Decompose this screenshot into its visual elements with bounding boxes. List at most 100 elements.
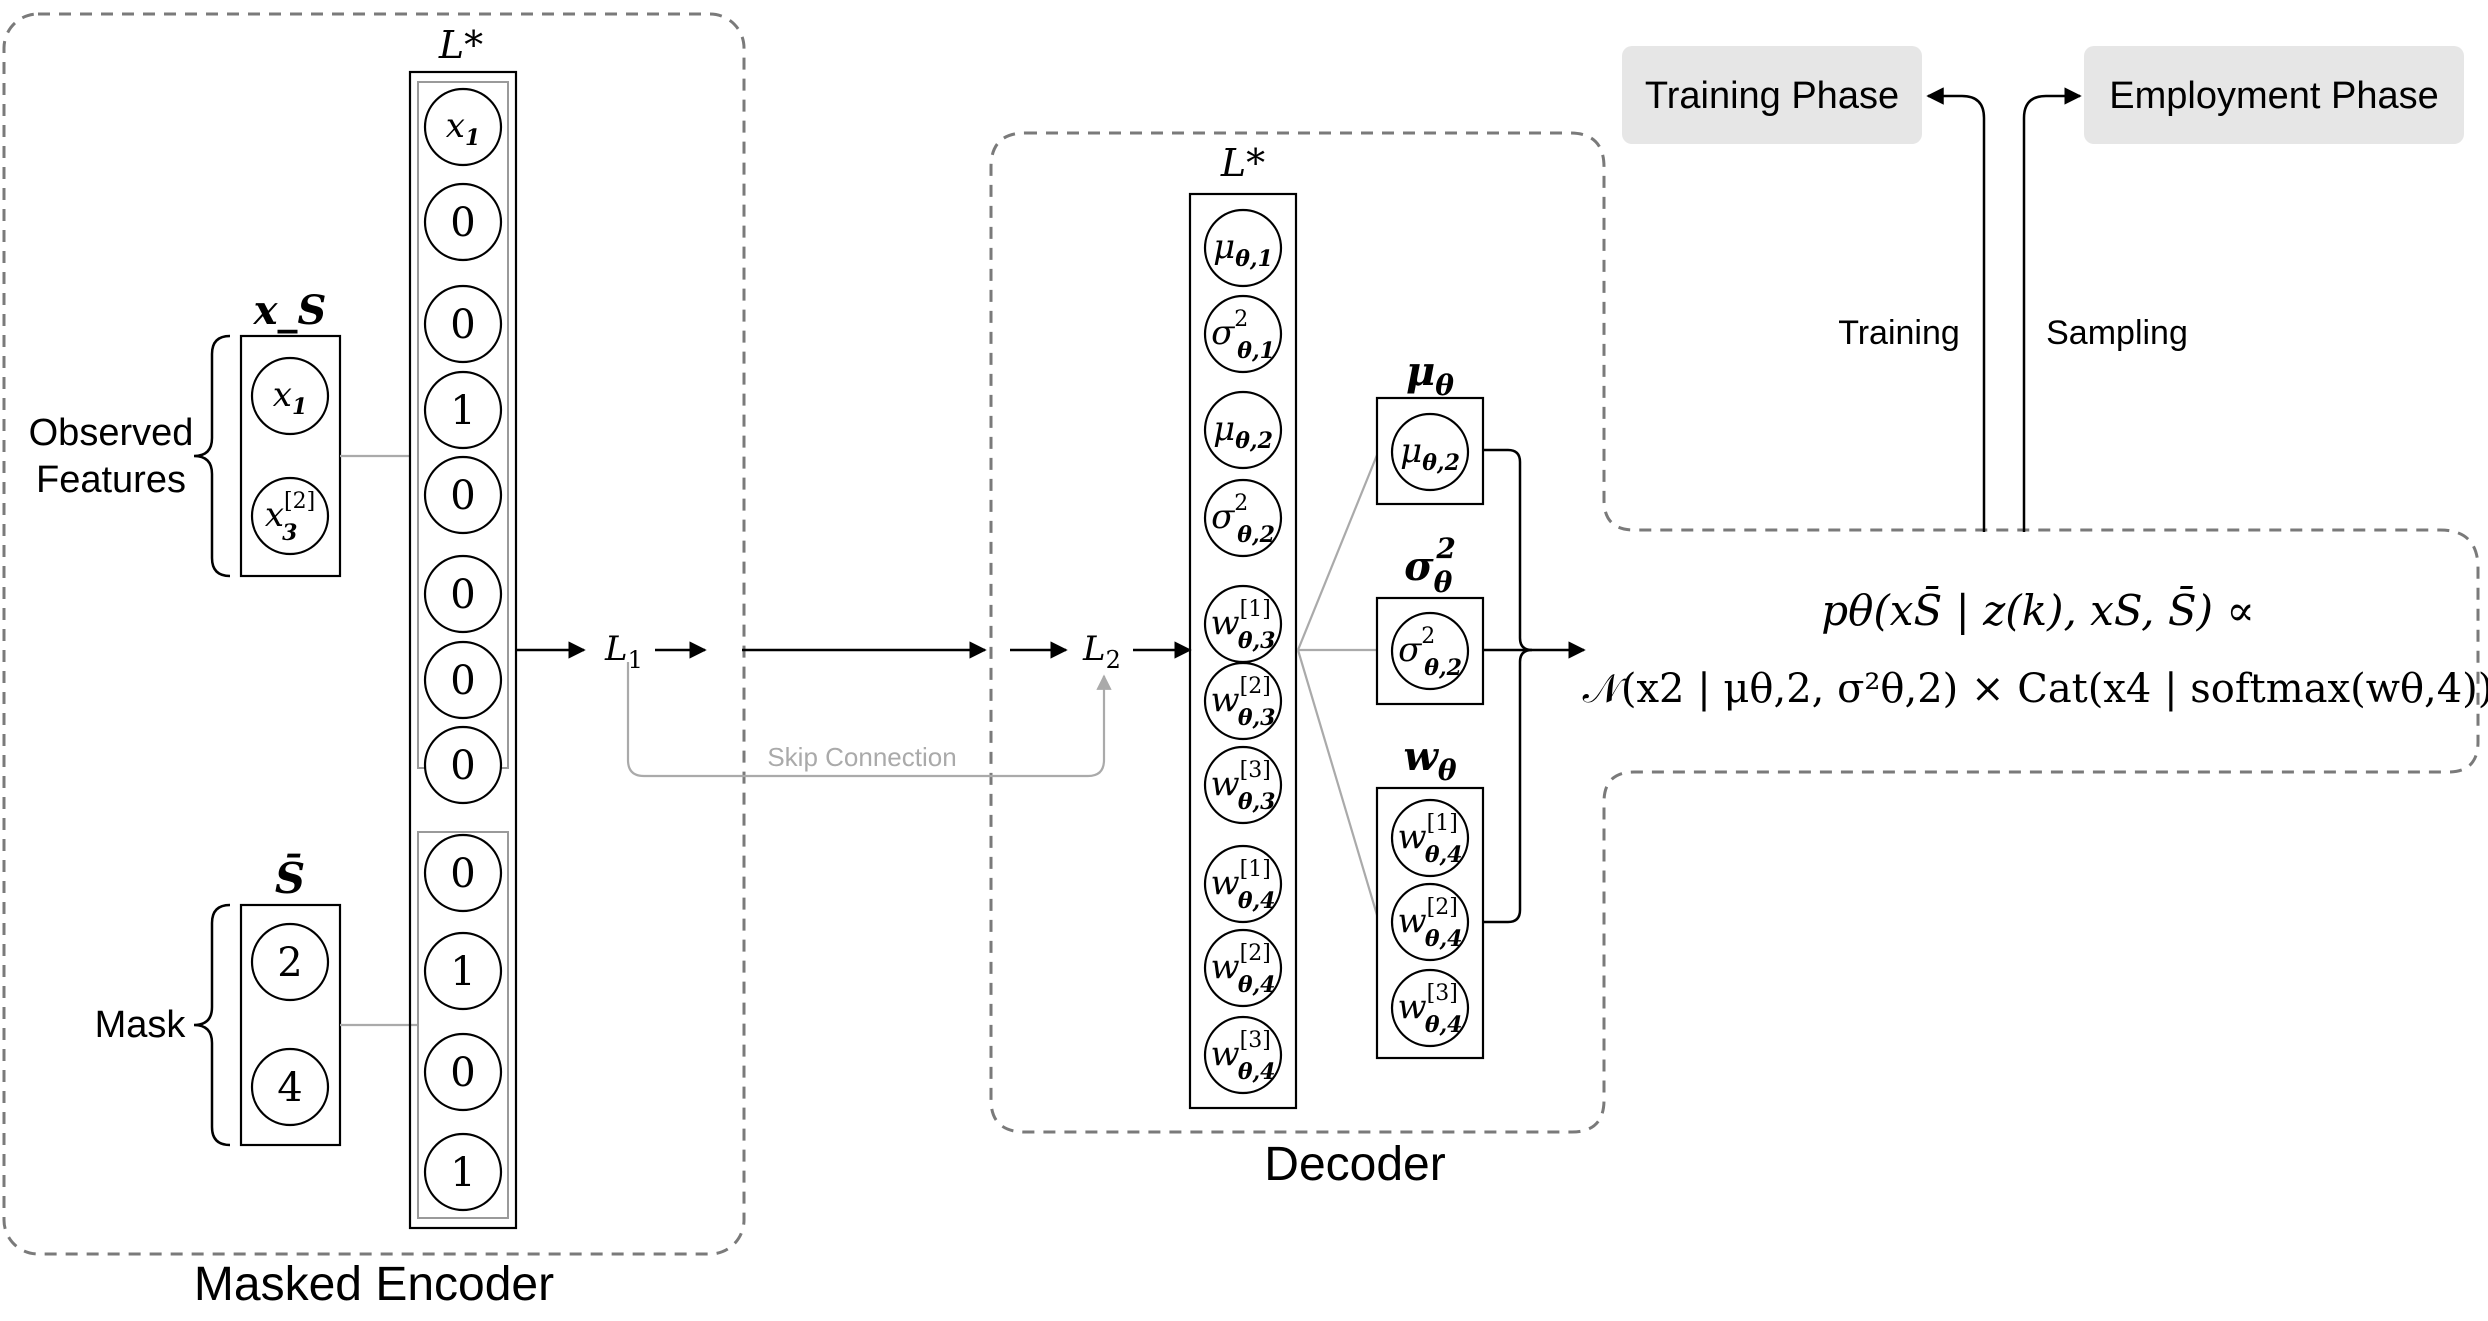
l1-label: L1: [604, 629, 643, 674]
encoder-vector-caption: L*: [438, 23, 483, 67]
sampling-arrow: [2022, 87, 2082, 532]
encoder-label: Masked Encoder: [194, 1258, 554, 1311]
decoder-node-label: w[2]θ,4: [1211, 941, 1276, 998]
sigma-caption: σθ2: [1404, 532, 1456, 599]
encoder-data-node: 0: [423, 455, 503, 535]
encoder-mask-node-label: 0: [450, 851, 475, 897]
encoder-data-node: 0: [423, 182, 503, 262]
employment-phase-box: [2084, 46, 2464, 144]
l2-label: L2: [1082, 629, 1121, 674]
encoder-data-node-label: 0: [450, 572, 475, 618]
mu-caption: μθ: [1406, 348, 1454, 402]
observed-node-label: x1: [273, 375, 308, 420]
encoder-mask-node-label: 1: [450, 949, 475, 995]
encoder-mask-node: 1: [423, 1132, 503, 1212]
mask-input-nodes: 24: [250, 922, 330, 1127]
observed-label: Observed: [29, 412, 194, 454]
encoder-data-node: x1: [423, 87, 503, 167]
w-node: w[3]θ,4: [1390, 968, 1470, 1048]
fan-to-mu: [1296, 454, 1379, 651]
decoder-node: w[3]θ,4: [1203, 1015, 1283, 1095]
w-node-label: w[1]θ,4: [1398, 811, 1463, 868]
w-nodes: w[1]θ,4w[2]θ,4w[3]θ,4: [1390, 798, 1470, 1048]
decoder-label: Decoder: [1264, 1138, 1445, 1191]
decoder-node: w[1]θ,4: [1203, 844, 1283, 924]
mask-input-node: 4: [250, 1047, 330, 1127]
mu-nodes: μθ,2: [1390, 412, 1470, 492]
encoder-mask-node: 0: [423, 833, 503, 913]
decoder-node-label: w[1]θ,4: [1211, 857, 1276, 914]
encoder-data-node: 0: [423, 284, 503, 364]
encoder-mask-node: 1: [423, 931, 503, 1011]
merge-bracket: [1483, 448, 1533, 924]
mask-input-node-label: 2: [277, 940, 302, 986]
skip-connection-label: Skip Connection: [767, 742, 956, 772]
encoder-data-node: 1: [423, 370, 503, 450]
decoder-node-label: μθ,2: [1213, 409, 1273, 454]
observed-node: x[2]3: [250, 476, 330, 556]
observed-brace: [193, 334, 231, 578]
mask-input-node: 2: [250, 922, 330, 1002]
encoder-mask-node-label: 1: [450, 1150, 475, 1196]
encoder-mask-node-label: 0: [450, 1050, 475, 1096]
mask-label: Mask: [95, 1004, 187, 1046]
w-caption: wθ: [1403, 733, 1456, 787]
mask-input-node-label: 4: [277, 1065, 302, 1111]
decoder-node: w[2]θ,4: [1203, 928, 1283, 1008]
encoder-data-node-label: 0: [450, 200, 475, 246]
encoder-frame: [2, 12, 746, 1256]
skip-connection-line: [626, 662, 1112, 778]
encoder-data-node-label: x1: [446, 106, 481, 151]
training-phase-label: Training Phase: [1645, 75, 1899, 117]
encoder-data-node-label: 0: [450, 302, 475, 348]
encoder-data-node-label: 0: [450, 658, 475, 704]
encoder-mask-node: 0: [423, 1032, 503, 1112]
mu-node-label: μθ,2: [1400, 431, 1460, 476]
decoder-node-label: w[2]θ,3: [1211, 674, 1276, 731]
observed-node: x1: [250, 356, 330, 436]
observed-node-label: x[2]3: [265, 489, 315, 546]
encoder-data-node: 0: [423, 725, 503, 805]
encoder-data-node: 0: [423, 640, 503, 720]
sampling-label: Sampling: [2046, 314, 2188, 352]
decoder-node-label: w[3]θ,4: [1211, 1028, 1276, 1085]
training-label: Training: [1838, 314, 1960, 352]
w-node-label: w[3]θ,4: [1398, 981, 1463, 1038]
encoder-mask-nodes: 0 1 0 1: [423, 833, 503, 1212]
training-phase-box: [1622, 46, 1922, 144]
decoder-node: μθ,2: [1203, 390, 1283, 470]
encoder-data-node: 0: [423, 554, 503, 634]
encoder-vector-mask-group: [417, 831, 509, 1219]
encoder-data-nodes: x1 0 0 1 0 0 0 0: [423, 87, 503, 805]
mu-node: μθ,2: [1390, 412, 1470, 492]
decoder-node: μθ,1: [1203, 208, 1283, 288]
decoder-node-label: w[3]θ,3: [1211, 758, 1276, 815]
encoder-data-node-label: 0: [450, 743, 475, 789]
decoder-node-label: μθ,1: [1213, 227, 1273, 272]
decoder-node: w[1]θ,3: [1203, 584, 1283, 664]
decoder-vector-caption: L*: [1220, 141, 1265, 185]
fan-to-w: [1296, 649, 1379, 916]
decoder-node-label: w[1]θ,3: [1211, 597, 1276, 654]
xs-caption: x_S: [253, 287, 327, 334]
formula-line-1: pθ(xS̄ | z(k), xS, S̄) ∝: [1821, 584, 2255, 635]
encoder-data-node-label: 0: [450, 473, 475, 519]
encoder-data-node-label: 1: [450, 388, 475, 434]
decoder-node: w[2]θ,3: [1203, 661, 1283, 741]
training-arrow: [1926, 87, 1986, 532]
decoder-frame: [989, 131, 2480, 1134]
decoder-node: w[3]θ,3: [1203, 745, 1283, 825]
w-node: w[1]θ,4: [1390, 798, 1470, 878]
sbar-caption: S̄: [275, 852, 305, 903]
decoder-vector-box: [1188, 192, 1298, 1110]
observed-label-2: Features: [36, 459, 186, 501]
